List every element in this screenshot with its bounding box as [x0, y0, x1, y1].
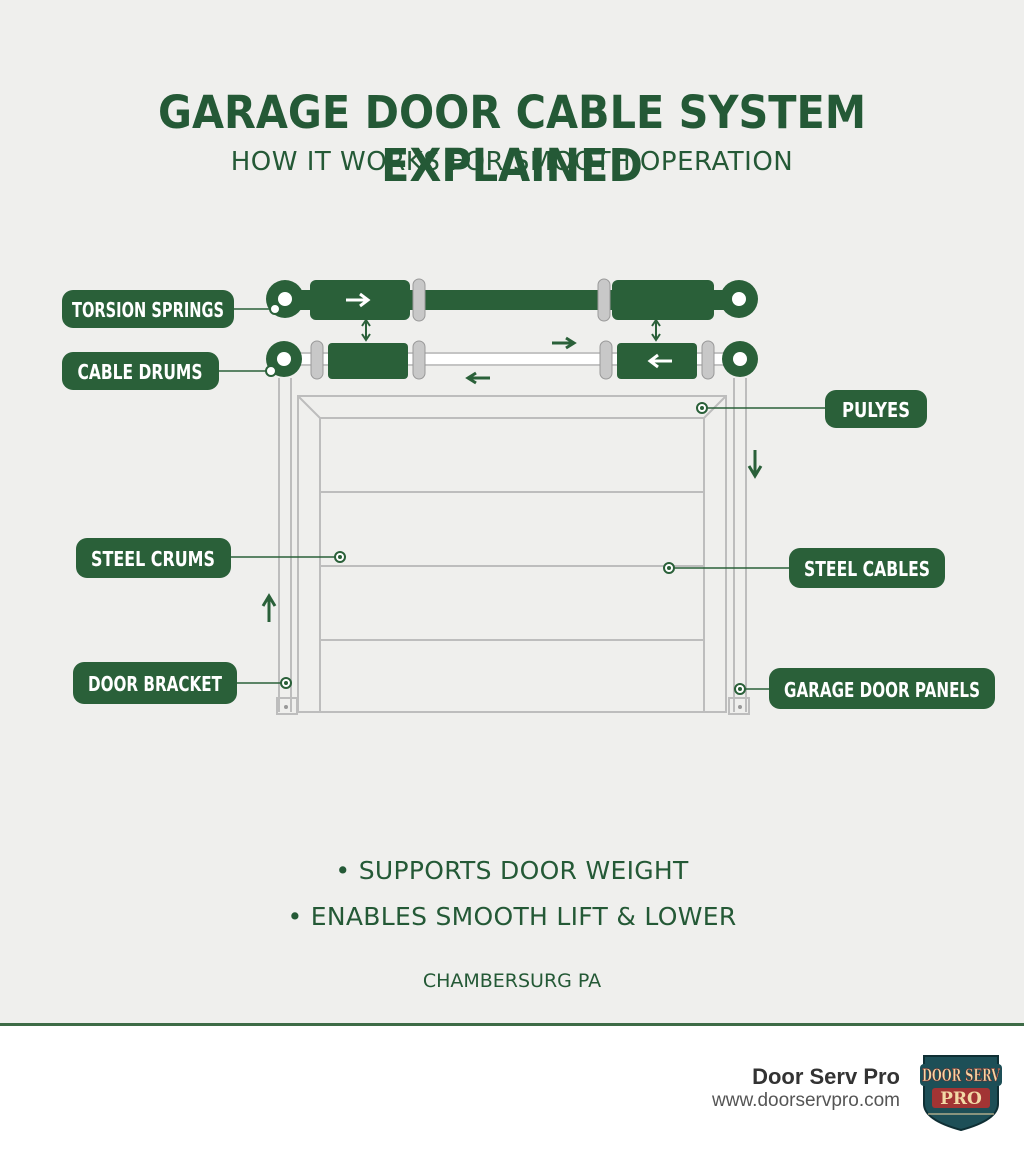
label-steel-crums-text: STEEL CRUMS: [91, 547, 215, 571]
spring-collar-right: [597, 278, 611, 322]
arrow-up-icon: [261, 593, 277, 622]
arrow-left-icon: [647, 353, 672, 369]
spring-collar-left: [412, 278, 426, 322]
leader-dot-centers: [284, 406, 742, 691]
dot-drums: [265, 365, 277, 377]
drum-collar-4: [701, 340, 715, 380]
torsion-assembly: [266, 278, 758, 322]
label-cable-drums-text: CABLE DRUMS: [78, 360, 203, 384]
label-pulyes-text: PULYES: [842, 398, 910, 422]
arrow-right-small-icon: [552, 336, 577, 350]
logo-text-bottom: PRO: [940, 1089, 982, 1109]
dot-center-pulyes: [700, 406, 704, 410]
dot-center-panels: [738, 687, 742, 691]
drum-end-left-hole: [277, 352, 291, 366]
diagram-area: GARAGE DOOR CABLE SYSTEM EXPLAINED HOW I…: [0, 0, 1024, 1024]
dot-center-crums: [338, 555, 342, 559]
brand-name: Door Serv Pro: [752, 1064, 900, 1089]
motion-arrows: [261, 318, 763, 622]
label-door-bracket: DOOR BRACKET: [73, 662, 237, 704]
label-cable-drums: CABLE DRUMS: [62, 352, 219, 390]
left-bracket: [276, 697, 298, 715]
cable-drum-left: [328, 343, 408, 379]
label-torsion-springs-text: TORSION SPRINGS: [72, 298, 224, 322]
brand-url[interactable]: www.doorservpro.com: [712, 1090, 900, 1111]
page-subtitle: HOW IT WORKS FOR SMOOTH OPERATION: [230, 147, 794, 177]
label-steel-cables-text: STEEL CABLES: [804, 557, 930, 581]
brand-logo-icon: DOOR SERV PRO: [920, 1055, 1002, 1132]
dot-center-cables: [667, 566, 671, 570]
frame-corner-right: [703, 395, 727, 419]
drum-end-right-hole: [733, 352, 747, 366]
dot-torsion: [269, 303, 281, 315]
footer-divider: [0, 1023, 1024, 1026]
label-torsion-springs: TORSION SPRINGS: [62, 290, 234, 328]
label-garage-door-panels: GARAGE DOOR PANELS: [769, 668, 995, 709]
label-door-bracket-text: DOOR BRACKET: [88, 672, 222, 696]
end-bearing-right-hole: [730, 290, 748, 308]
end-bearing-left-hole: [276, 290, 294, 308]
arrow-left-small-icon: [465, 371, 490, 385]
bracket-bolt-left: [284, 705, 288, 709]
bullet-item: • ENABLES SMOOTH LIFT & LOWER: [287, 902, 737, 931]
label-pulyes: PULYES: [825, 390, 927, 428]
drum-collar-1: [310, 340, 324, 380]
label-steel-cables: STEEL CABLES: [789, 548, 945, 588]
bracket-bolt-right: [738, 705, 742, 709]
right-bracket: [728, 697, 750, 715]
door-frame: [276, 378, 750, 715]
arrow-down-icon: [747, 450, 763, 479]
drum-assembly: [266, 340, 758, 380]
bullet-text-1: SUPPORTS DOOR WEIGHT: [358, 856, 689, 885]
arrow-right-icon: [346, 292, 371, 308]
door-outer-frame: [297, 395, 727, 713]
footer: Door Serv Pro www.doorservpro.com DOOR S…: [0, 1026, 1024, 1154]
torsion-spring-right: [612, 280, 714, 320]
location-text: CHAMBERSURG PA: [422, 970, 602, 992]
drum-collar-3: [599, 340, 613, 380]
label-garage-door-panels-text: GARAGE DOOR PANELS: [784, 678, 980, 702]
bullet-item: • SUPPORTS DOOR WEIGHT: [335, 856, 689, 885]
garage-door-diagram: TORSION SPRINGS CABLE DRUMS PULYES STEEL…: [62, 278, 995, 715]
dot-center-bracket: [284, 681, 288, 685]
frame-corner-left: [297, 395, 321, 419]
logo-text-top: DOOR SERV: [922, 1066, 1001, 1086]
updown-arrow-left-icon: [361, 318, 371, 342]
updown-arrow-right-icon: [651, 318, 661, 342]
drum-collar-2: [412, 340, 426, 380]
page-title: GARAGE DOOR CABLE SYSTEM EXPLAINED: [157, 86, 867, 192]
label-steel-crums: STEEL CRUMS: [76, 538, 231, 578]
bullet-text-2: ENABLES SMOOTH LIFT & LOWER: [310, 902, 737, 931]
